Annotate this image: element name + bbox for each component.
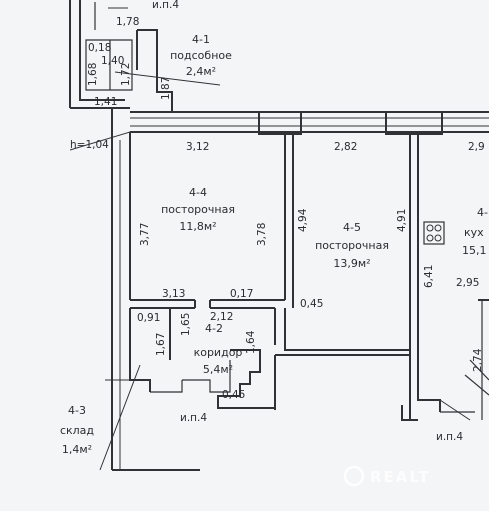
room-4-3-walls: [99, 308, 183, 471]
room-4-4-area: 11,8м²: [179, 220, 216, 233]
watermark-text: REALT: [370, 468, 431, 486]
stair-label-bottom-mid: и.п.4: [180, 412, 207, 424]
bottom-wall-44: [130, 299, 285, 309]
dim-4-91: 4,91: [396, 209, 408, 232]
room-4-3-area: 1,4м²: [62, 443, 92, 456]
dim-1-72: 1,72: [120, 63, 132, 86]
dim-3-12: 3,12: [186, 141, 209, 153]
dim-1-65: 1,65: [180, 313, 192, 336]
room-kitchen-number: 4-: [477, 206, 488, 219]
dim-1-41: 1,41: [94, 96, 117, 108]
realt-watermark: REALT: [343, 465, 431, 487]
room-kitchen-area: 15,1: [462, 244, 487, 257]
dim-0-45-top: 0,45: [300, 298, 323, 310]
room-4-1-walls: [69, 0, 221, 112]
room-4-5-number: 4-5: [343, 221, 361, 234]
dim-h-1-04: h=1,04: [70, 139, 109, 151]
dim-6-41: 6,41: [423, 265, 435, 288]
dim-1-40: 1,40: [101, 55, 124, 67]
dim-1-64: 1,64: [245, 330, 257, 354]
room-4-2-number: 4-2: [205, 322, 223, 335]
stair-label-top: и.п.4: [152, 0, 179, 11]
column-1: [258, 111, 302, 135]
dim-1-78: 1,78: [116, 16, 139, 28]
room-4-4-number: 4-4: [189, 186, 207, 199]
dim-2-82: 2,82: [334, 141, 357, 153]
room-4-3-number: 4-3: [68, 404, 86, 417]
dim-4-94: 4,94: [297, 208, 309, 232]
dim-1-67: 1,67: [155, 333, 167, 356]
left-outer-wall: [111, 108, 200, 471]
dim-0-45-bottom: 0,45: [222, 389, 245, 401]
main-horizontal-wall: [69, 111, 489, 151]
stair-label-bottom-right: и.п.4: [436, 431, 463, 443]
room-4-4-name: посторочная: [161, 203, 235, 216]
room-4-1-name: подсобное: [170, 49, 232, 62]
partition-44-45: [284, 132, 294, 308]
dim-3-13: 3,13: [162, 288, 185, 300]
column-2: [385, 111, 443, 135]
dim-2-74: 2,74: [472, 348, 484, 372]
dim-0-17: 0,17: [230, 288, 253, 300]
room-kitchen-name: кух: [464, 226, 484, 239]
room-4-2-walls: [182, 308, 410, 410]
dim-2-95: 2,95: [456, 277, 479, 289]
dim-1-87: 1,87: [160, 77, 172, 100]
dim-2-9: 2,9: [468, 141, 485, 153]
room-4-1-number: 4-1: [192, 33, 210, 46]
dim-3-77: 3,77: [139, 223, 151, 246]
room-4-5-name: посторочная: [315, 239, 389, 252]
watermark-logo-icon: [343, 465, 365, 487]
dim-0-91: 0,91: [137, 312, 160, 324]
room-4-5-area: 13,9м²: [333, 257, 370, 270]
stove-icon: [423, 221, 445, 245]
dim-2-12: 2,12: [210, 311, 233, 323]
room-4-2-area: 5,4м²: [203, 363, 233, 376]
dim-3-78: 3,78: [256, 223, 268, 246]
dim-0-18: 0,18: [88, 42, 111, 54]
room-4-1-area: 2,4м²: [186, 65, 216, 78]
right-structure: [401, 132, 489, 421]
room-4-3-name: склад: [60, 424, 94, 437]
room-4-2-name: коридор: [194, 346, 243, 359]
dim-1-68: 1,68: [87, 63, 99, 86]
